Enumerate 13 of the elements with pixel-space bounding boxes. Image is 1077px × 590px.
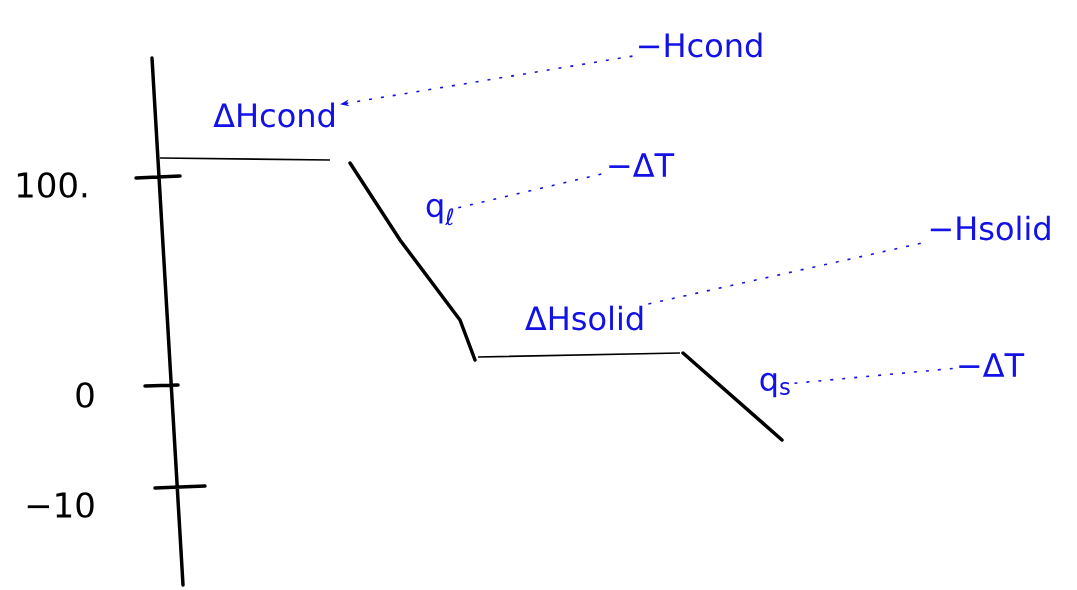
curve-label: −Hcond	[639, 32, 762, 58]
curve-label: −ΔT	[609, 153, 675, 177]
curve-label: −ΔT	[959, 353, 1025, 377]
tick-label: 0	[76, 382, 94, 408]
curve-label: q$_{ℓ}$	[426, 198, 454, 226]
curve-label: ΔHcond	[213, 102, 334, 128]
curve-label: −Hsolid	[930, 215, 1050, 241]
tick-label: −10	[27, 492, 94, 518]
curve-label: q$_{s}$	[760, 372, 790, 398]
leader-line	[793, 367, 954, 384]
curve-label: ΔHsolid	[525, 305, 643, 331]
leader-line	[457, 172, 604, 209]
tick-label: 100.	[17, 172, 87, 198]
